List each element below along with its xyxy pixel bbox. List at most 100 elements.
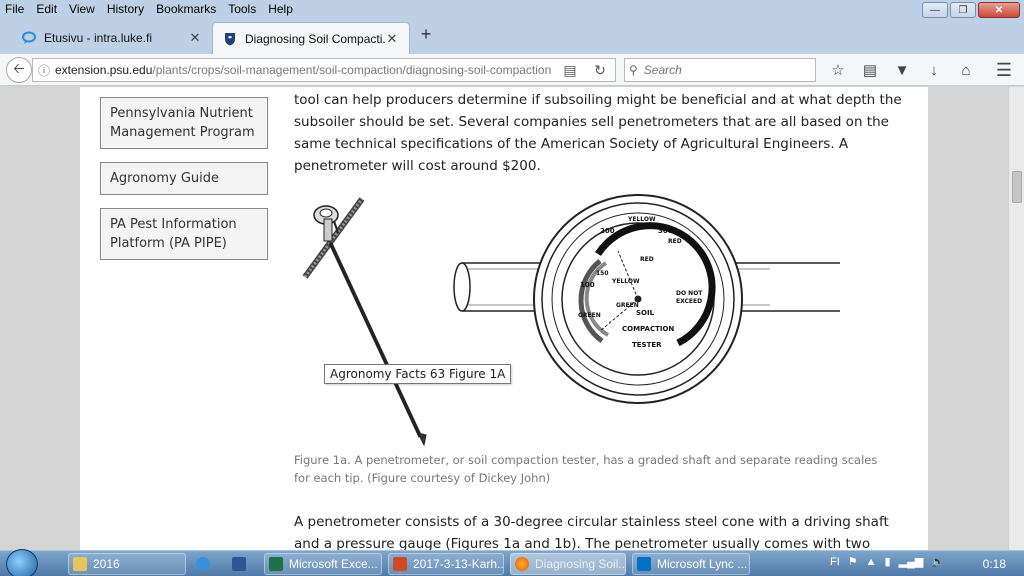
taskbar-item-2016[interactable]: 2016 [68, 553, 186, 575]
start-button[interactable] [6, 549, 38, 576]
address-bar[interactable]: ⓘ extension.psu.edu/plants/crops/soil-ma… [32, 58, 616, 82]
back-arrow-icon: 🡠 [13, 60, 25, 76]
tab-label: Diagnosing Soil Compacti... [245, 31, 385, 46]
gauge-label-soil: SOIL [636, 309, 655, 317]
flag-icon[interactable]: ⚑ [847, 556, 858, 568]
sidebar-link-agronomy-guide[interactable]: Agronomy Guide [100, 162, 268, 195]
window-controls: — ❐ ✕ [922, 2, 1020, 18]
pocket-icon[interactable]: ▼ [894, 61, 910, 79]
reader-view-icon[interactable]: ▤ [563, 61, 577, 78]
gauge-label-compaction: COMPACTION [622, 325, 674, 333]
tab-etusivu[interactable]: Etusivu - intra.luke.fi ✕ [12, 22, 212, 54]
menu-edit[interactable]: Edit [36, 2, 58, 16]
clock[interactable]: 0:18 [982, 557, 1006, 571]
speech-bubble-icon [22, 31, 36, 44]
toolbar-icons: ☆ ▤ ▼ ↓ ⌂ [822, 58, 982, 82]
article-paragraph-2: A penetrometer consists of a 30-degree c… [294, 514, 889, 550]
penetrometer-figure[interactable]: YELLOW RED 200 300 100 150 RED YELLOW GR… [300, 191, 907, 454]
home-icon[interactable]: ⌂ [961, 61, 971, 79]
scrollbar-thumb[interactable] [1012, 171, 1022, 203]
firefox-icon [515, 557, 529, 571]
gauge-label-300: 300 [658, 227, 673, 235]
tab-label: Etusivu - intra.luke.fi [44, 31, 153, 45]
navigation-bar: 🡠 ⓘ extension.psu.edu/plants/crops/soil-… [0, 54, 1024, 86]
menu-file[interactable]: File [5, 2, 25, 16]
search-box[interactable]: ⚲ [624, 58, 816, 82]
gauge-label-red-outer: RED [668, 238, 682, 245]
hamburger-menu-icon[interactable]: ☰ [995, 59, 1013, 80]
gauge-label-150: 150 [596, 270, 609, 277]
page-viewport: Pennsylvania Nutrient Management Program… [0, 87, 1008, 550]
taskbar-item-word[interactable] [228, 553, 258, 575]
folder-icon [73, 557, 87, 571]
figure-tooltip: Agronomy Facts 63 Figure 1A [324, 364, 512, 384]
gauge-label-red-inner: RED [640, 256, 654, 263]
article-page: Pennsylvania Nutrient Management Program… [80, 87, 928, 550]
bookmark-star-icon[interactable]: ☆ [831, 62, 845, 79]
url-domain: extension.psu.edu [55, 63, 153, 77]
vertical-scrollbar[interactable] [1008, 87, 1024, 550]
menu-bookmarks[interactable]: Bookmarks [156, 2, 217, 16]
show-hidden-icons-icon[interactable]: ▲ [865, 555, 877, 568]
gauge-label-yellow-inner: YELLOW [611, 278, 640, 285]
gauge-label-200: 200 [600, 227, 615, 235]
tab-diagnosing-soil[interactable]: Diagnosing Soil Compacti... ✕ [212, 22, 410, 54]
tab-bar: Etusivu - intra.luke.fi ✕ Diagnosing Soi… [0, 18, 1024, 54]
taskbar-label: Microsoft Lync ... [657, 557, 748, 571]
minimize-button[interactable]: — [922, 2, 948, 18]
taskbar-item-firefox[interactable]: Diagnosing Soil... [510, 553, 626, 575]
system-tray: FI ⚑ ▲ ▮ ▂▄▆ 🔈 [830, 555, 946, 569]
gauge-label-do-not: DO NOT [676, 290, 703, 297]
device-icon[interactable]: ▮ [884, 556, 891, 568]
taskbar-item-lync[interactable]: Microsoft Lync ... [632, 553, 750, 575]
article-paragraph-1: tool can help producers determine if sub… [294, 92, 902, 174]
lync-icon [637, 557, 651, 571]
penetrometer-tool-drawing [302, 197, 427, 447]
windows-taskbar: 2016 Microsoft Exce... 2017-3-13-Karh...… [0, 549, 1024, 576]
search-icon: ⚲ [629, 63, 638, 77]
download-icon[interactable]: ↓ [930, 61, 938, 79]
menu-bar: File Edit View History Bookmarks Tools H… [0, 0, 1024, 18]
restore-button[interactable]: ❐ [950, 2, 976, 18]
menu-tools[interactable]: Tools [228, 2, 257, 16]
network-icon[interactable]: ▂▄▆ [898, 556, 924, 568]
taskbar-label: Diagnosing Soil... [535, 557, 626, 571]
powerpoint-icon [393, 557, 407, 571]
psu-shield-icon [225, 32, 235, 45]
tab-close-icon[interactable]: ✕ [386, 30, 398, 46]
sidebar-link-nutrient-management[interactable]: Pennsylvania Nutrient Management Program [100, 97, 268, 149]
close-window-button[interactable]: ✕ [978, 2, 1020, 18]
info-icon[interactable]: ⓘ [37, 63, 50, 78]
new-tab-button[interactable]: + [420, 24, 432, 44]
taskbar-label: Microsoft Exce... [289, 557, 378, 571]
sidebar-link-pa-pipe[interactable]: PA Pest Information Platform (PA PIPE) [100, 208, 268, 260]
language-indicator[interactable]: FI [830, 555, 840, 568]
ie-icon [196, 557, 210, 571]
gauge-label-green-inner: GREEN [616, 302, 639, 309]
gauge-label-100: 100 [580, 281, 595, 289]
search-input[interactable] [643, 63, 794, 77]
pressure-gauge-drawing [453, 194, 907, 404]
taskbar-label: 2016 [93, 557, 120, 571]
volume-icon[interactable]: 🔈 [931, 556, 946, 568]
taskbar-label: 2017-3-13-Karh... [413, 557, 504, 571]
taskbar-item-excel[interactable]: Microsoft Exce... [264, 553, 382, 575]
gauge-label-tester: TESTER [632, 341, 662, 349]
gauge-label-yellow-outer: YELLOW [627, 216, 656, 223]
url-path: /plants/crops/soil-management/soil-compa… [152, 63, 552, 77]
reading-list-icon[interactable]: ▤ [862, 62, 878, 79]
menu-history[interactable]: History [106, 2, 145, 16]
gauge-label-exceed: EXCEED [676, 298, 702, 305]
excel-icon [269, 557, 283, 571]
back-button[interactable]: 🡠 [6, 57, 32, 83]
tab-close-icon[interactable]: ✕ [189, 30, 201, 45]
taskbar-item-ie[interactable] [192, 553, 222, 575]
word-icon [232, 557, 246, 571]
reload-icon[interactable]: ↻ [594, 61, 606, 78]
menu-help[interactable]: Help [268, 2, 293, 16]
figure-caption: Figure 1a. A penetrometer, or soil compa… [294, 453, 878, 485]
taskbar-item-powerpoint[interactable]: 2017-3-13-Karh... [388, 553, 504, 575]
url-text[interactable]: extension.psu.edu/plants/crops/soil-mana… [55, 63, 555, 77]
menu-view[interactable]: View [69, 2, 95, 16]
penetrometer-illustration: YELLOW RED 200 300 100 150 RED YELLOW GR… [302, 194, 907, 447]
